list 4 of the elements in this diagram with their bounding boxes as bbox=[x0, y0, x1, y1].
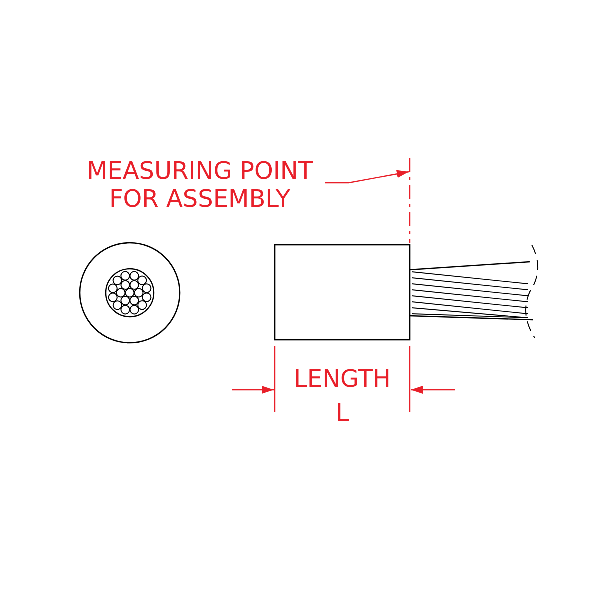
callout-text: MEASURING POINT FOR ASSEMBLY bbox=[75, 157, 325, 213]
leader-line bbox=[325, 170, 410, 184]
reference-line bbox=[409, 158, 411, 243]
dimension-label: LENGTH L bbox=[293, 364, 392, 429]
